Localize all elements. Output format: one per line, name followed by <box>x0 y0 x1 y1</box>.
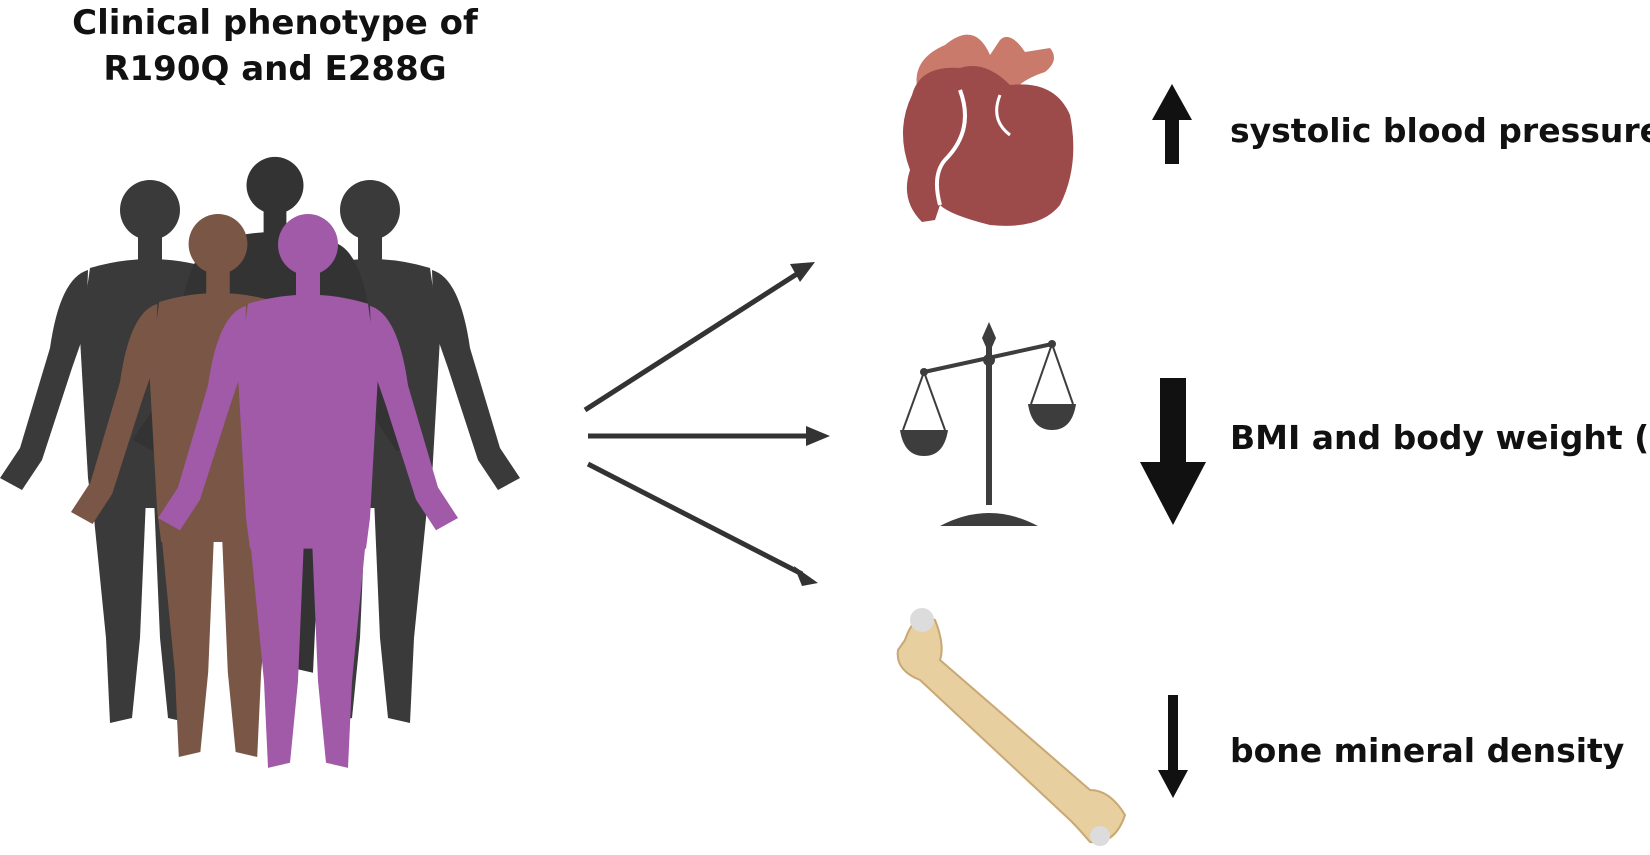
arrow-to-bone <box>586 461 818 586</box>
direction-arrow-up <box>1152 84 1192 164</box>
outcome-label-bmi: BMI and body weight (kg) <box>1230 418 1650 457</box>
people-group-illustration <box>0 156 520 768</box>
title-line-1: Clinical phenotype of <box>72 3 478 43</box>
branch-arrows <box>583 262 830 586</box>
title-line-2: R190Q and E288G <box>103 49 447 89</box>
outcome-label-blood-pressure: systolic blood pressure <box>1230 111 1650 150</box>
direction-arrow-down-thin <box>1158 695 1188 798</box>
arrow-to-scale <box>588 426 830 446</box>
heart-icon <box>902 34 1074 226</box>
direction-arrow-down-bold <box>1140 378 1206 525</box>
outcome-label-bone-density: bone mineral density <box>1230 731 1625 770</box>
bone-icon <box>896 608 1127 846</box>
scale-icon <box>900 322 1076 526</box>
figure-title: Clinical phenotype of R190Q and E288G <box>20 0 530 92</box>
arrow-to-heart <box>583 262 815 413</box>
